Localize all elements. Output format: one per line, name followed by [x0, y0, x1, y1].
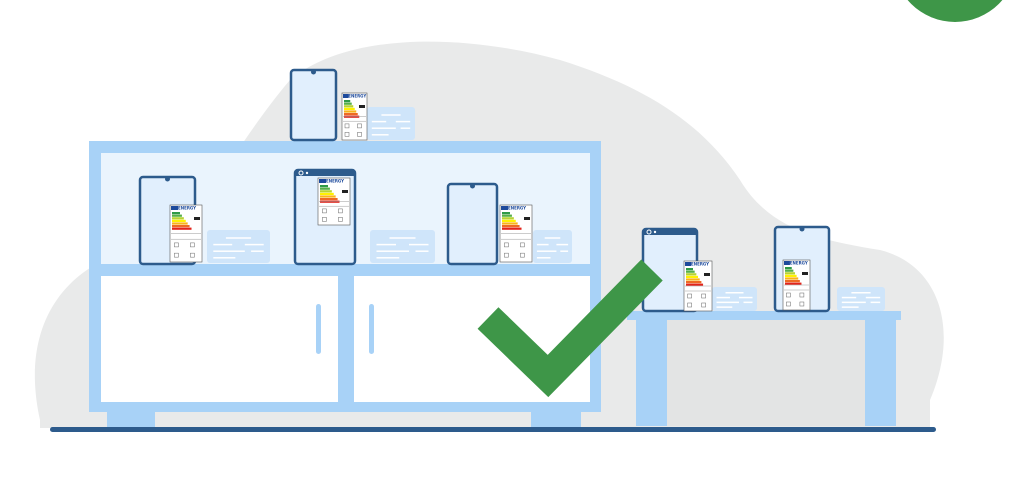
info-card	[712, 287, 757, 311]
energy-label: ENERGY	[499, 204, 533, 263]
energy-label-title: ENERGY	[508, 206, 526, 211]
energy-label: ENERGY	[169, 204, 203, 263]
energy-label: ENERGY	[782, 259, 811, 311]
camera-notch	[165, 176, 170, 182]
energy-label-title: ENERGY	[691, 262, 709, 267]
camera-notch	[799, 226, 805, 232]
energy-label: ENERGY	[683, 260, 713, 312]
table	[627, 311, 901, 426]
energy-label: ENERGY	[341, 92, 368, 141]
door-handle-right	[369, 304, 374, 354]
cabinet-door-left	[101, 276, 338, 402]
energy-label-title: ENERGY	[178, 206, 196, 211]
energy-label-title: ENERGY	[326, 179, 344, 184]
camera-notch	[311, 69, 316, 75]
camera-notch	[470, 183, 475, 189]
green-circle	[907, 0, 1003, 22]
phone-device	[289, 68, 338, 142]
floor-line	[50, 427, 936, 432]
check-mark-icon	[477, 259, 663, 398]
info-card	[367, 107, 415, 140]
info-card	[837, 287, 885, 311]
door-handle-left	[316, 304, 321, 354]
info-card	[207, 230, 270, 263]
energy-label-title: ENERGY	[348, 94, 366, 99]
info-card	[533, 230, 572, 263]
energy-label: ENERGY	[317, 177, 351, 226]
energy-label-title: ENERGY	[790, 261, 808, 266]
info-card	[370, 230, 435, 263]
phone-device	[446, 182, 499, 266]
